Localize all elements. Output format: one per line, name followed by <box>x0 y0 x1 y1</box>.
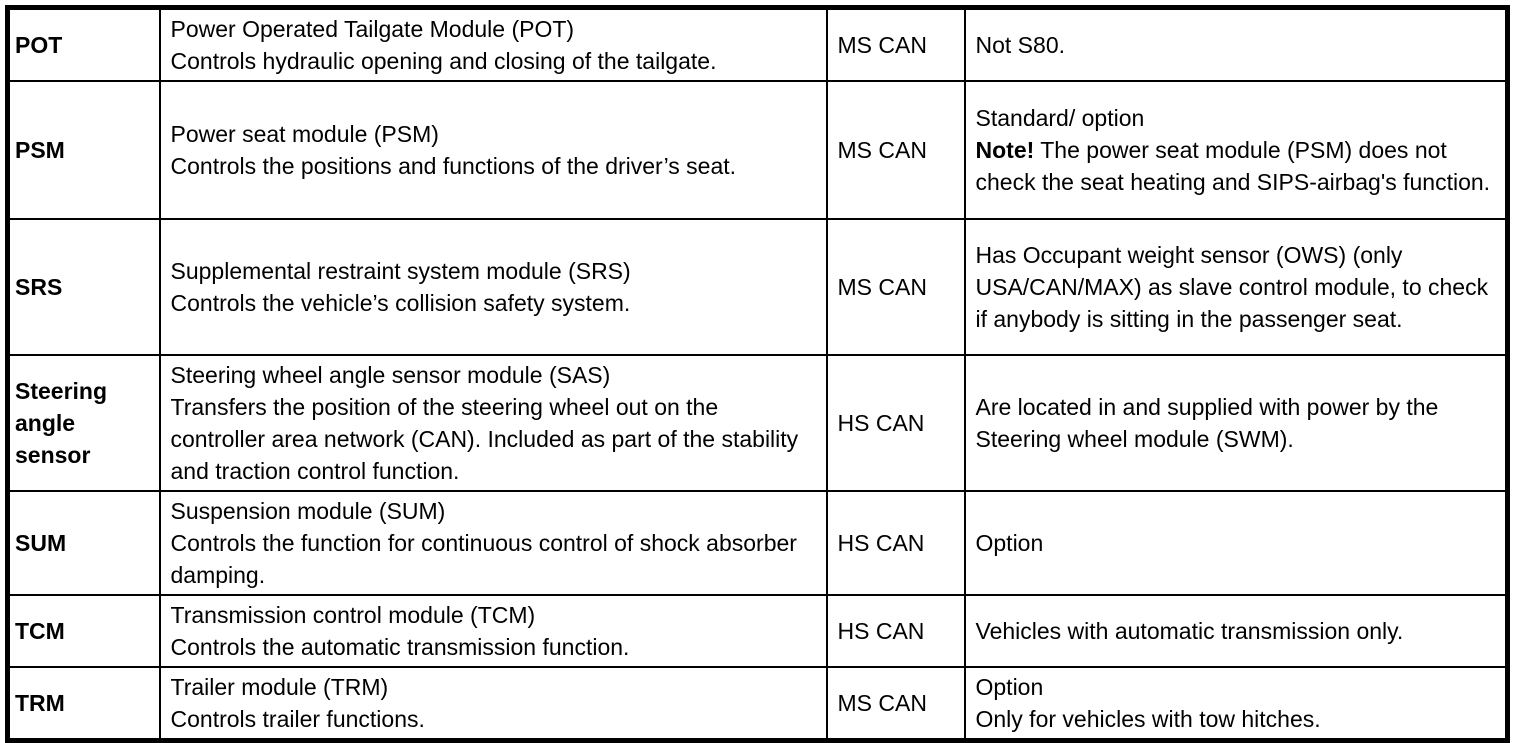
notes-cell: Option <box>963 490 1509 596</box>
module-description-cell: Supplemental restraint system module (SR… <box>158 218 828 356</box>
module-abbr-cell: TCM <box>6 594 161 668</box>
notes-cell: Has Occupant weight sensor (OWS) (only U… <box>963 218 1509 356</box>
notes-cell: Option Only for vehicles with tow hitche… <box>963 666 1509 742</box>
module-abbr-cell: SUM <box>6 490 161 596</box>
notes-cell: Are located in and supplied with power b… <box>963 354 1509 492</box>
network-cell: MS CAN <box>825 218 966 356</box>
network-cell: MS CAN <box>825 80 966 220</box>
network-cell: HS CAN <box>825 490 966 596</box>
module-description-cell: Power Operated Tailgate Module (POT) Con… <box>158 6 828 82</box>
table-row: SUM Suspension module (SUM) Controls the… <box>6 490 1509 596</box>
table-row: PSM Power seat module (PSM) Controls the… <box>6 80 1509 220</box>
module-description-cell: Steering wheel angle sensor module (SAS)… <box>158 354 828 492</box>
network-cell: HS CAN <box>825 594 966 668</box>
module-abbr-cell: PSM <box>6 80 161 220</box>
module-description-cell: Suspension module (SUM) Controls the fun… <box>158 490 828 596</box>
notes-note-label: Note! <box>975 137 1035 163</box>
network-cell: MS CAN <box>825 6 966 82</box>
module-abbr-cell: Steering angle sensor <box>6 354 161 492</box>
module-description-cell: Transmission control module (TCM) Contro… <box>158 594 828 668</box>
module-abbr-cell: SRS <box>6 218 161 356</box>
table-row: SRS Supplemental restraint system module… <box>6 218 1509 356</box>
module-abbr-cell: TRM <box>6 666 161 742</box>
notes-intro-text: Standard/ option <box>975 105 1145 131</box>
module-abbr-cell: POT <box>6 6 161 82</box>
module-description-cell: Trailer module (TRM) Controls trailer fu… <box>158 666 828 742</box>
notes-cell: Standard/ option Note! The power seat mo… <box>963 80 1509 220</box>
network-cell: MS CAN <box>825 666 966 742</box>
control-modules-table: POT Power Operated Tailgate Module (POT)… <box>5 5 1510 743</box>
table-row: Steering angle sensor Steering wheel ang… <box>6 354 1509 492</box>
notes-cell: Vehicles with automatic transmission onl… <box>963 594 1509 668</box>
table-row: POT Power Operated Tailgate Module (POT)… <box>6 6 1509 82</box>
notes-rest-text: The power seat module (PSM) does not che… <box>975 137 1491 195</box>
module-description-cell: Power seat module (PSM) Controls the pos… <box>158 80 828 220</box>
notes-cell: Not S80. <box>963 6 1509 82</box>
network-cell: HS CAN <box>825 354 966 492</box>
table-row: TRM Trailer module (TRM) Controls traile… <box>6 666 1509 742</box>
table-row: TCM Transmission control module (TCM) Co… <box>6 594 1509 668</box>
